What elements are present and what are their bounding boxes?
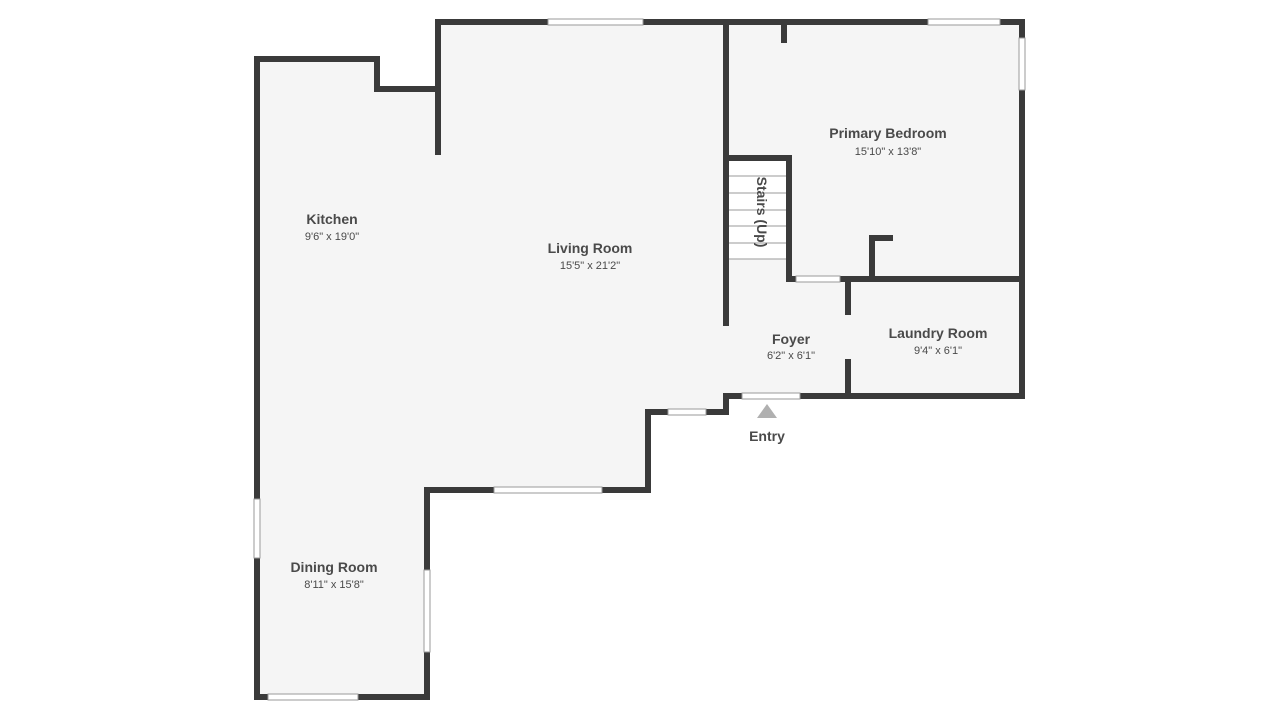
kitchen-name: Kitchen — [306, 211, 357, 227]
dining-room-name: Dining Room — [290, 559, 377, 575]
floor-fill — [258, 22, 1022, 697]
stairs — [729, 159, 789, 260]
foyer-name: Foyer — [772, 331, 811, 347]
living-room-name: Living Room — [548, 240, 633, 256]
foyer-dims: 6'2" x 6'1" — [767, 350, 815, 362]
living-room-dims: 15'5" x 21'2" — [560, 260, 620, 272]
primary-bedroom-dims: 15'10" x 13'8" — [855, 146, 922, 158]
windows — [253, 18, 1026, 701]
kitchen-dims: 9'6" x 19'0" — [305, 231, 359, 243]
stairs-label: Stairs (Up) — [754, 177, 770, 248]
dining-room-dims: 8'11" x 15'8" — [304, 579, 364, 591]
primary-bedroom-name: Primary Bedroom — [829, 125, 946, 141]
entry-label: Entry — [749, 428, 785, 444]
walls — [254, 19, 1025, 700]
laundry-room-name: Laundry Room — [889, 325, 988, 341]
laundry-room-dims: 9'4" x 6'1" — [914, 345, 962, 357]
entry-arrow-icon — [757, 404, 777, 418]
